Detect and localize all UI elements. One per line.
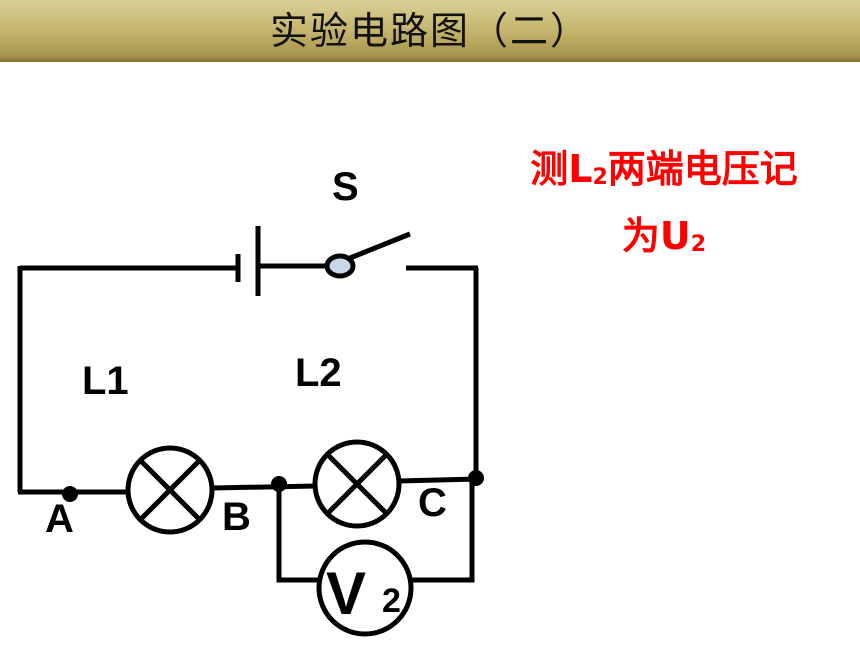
lamp-l1-label: L1	[82, 359, 129, 403]
note-symbol-l: L	[568, 147, 593, 191]
lamp-l2-label: L2	[295, 351, 342, 395]
node-a-label: A	[45, 497, 74, 541]
page-title: 实验电路图（二）	[269, 8, 590, 53]
note-text: 为	[621, 214, 660, 258]
lamp-l2-icon	[312, 439, 402, 529]
note-text: 两端电压记	[607, 147, 798, 191]
wire-l1-l2	[211, 483, 317, 491]
voltmeter-icon: V 2	[316, 539, 414, 637]
title-bar: 实验电路图（二）	[0, 0, 860, 62]
junction-dot-c	[468, 470, 484, 486]
note-subscript: 2	[690, 232, 707, 257]
wire-voltmeter-left	[276, 484, 320, 583]
note-text: 测	[530, 147, 569, 191]
lamp-l1-icon	[125, 445, 215, 535]
note-symbol-u: U	[659, 214, 691, 258]
junction-dot-a	[62, 486, 78, 502]
note-subscript: 2	[592, 165, 608, 190]
battery-icon	[235, 226, 261, 296]
switch-icon	[324, 231, 411, 279]
voltmeter-symbol: V	[326, 560, 366, 627]
node-b-label: B	[222, 495, 251, 539]
note-line-1: 测L2两端电压记	[474, 140, 854, 207]
note-line-2: 为U2	[474, 207, 854, 274]
switch-label: S	[332, 165, 359, 209]
junction-dot-b	[271, 476, 287, 492]
node-c-label: C	[418, 481, 447, 525]
wire-l2-c	[397, 476, 479, 484]
voltmeter-subscript: 2	[382, 582, 401, 620]
measurement-note: 测L2两端电压记 为U2	[474, 140, 854, 274]
wire-voltmeter-right	[410, 481, 475, 583]
